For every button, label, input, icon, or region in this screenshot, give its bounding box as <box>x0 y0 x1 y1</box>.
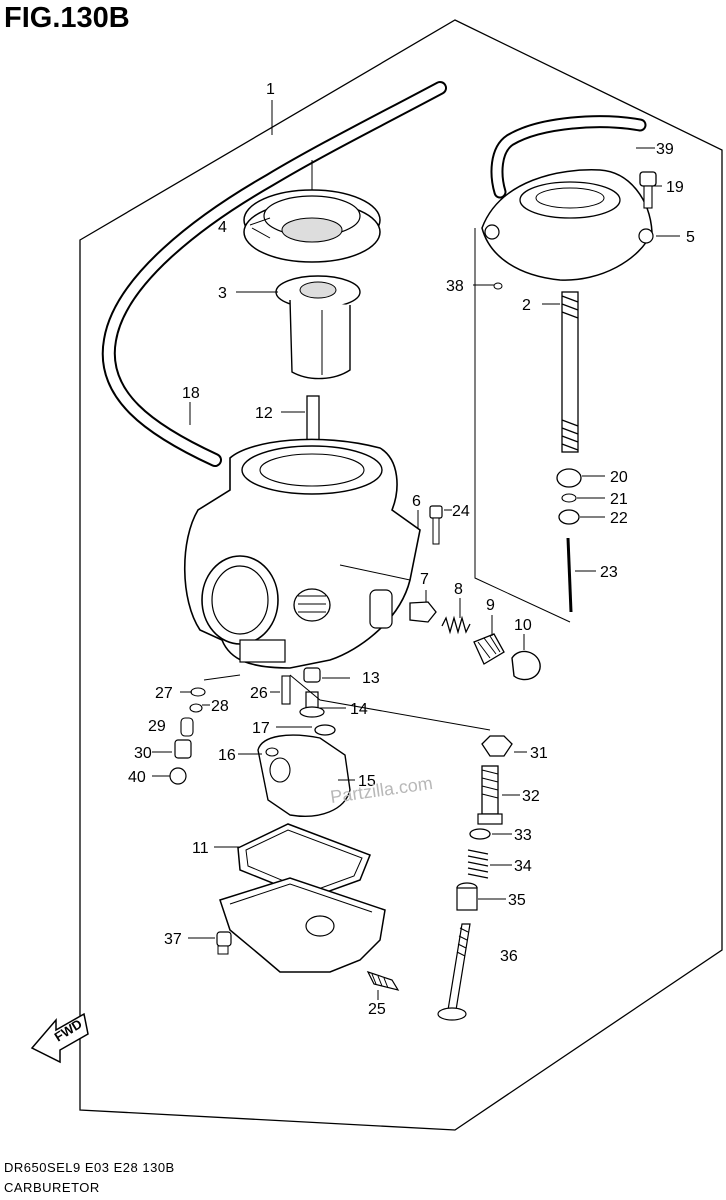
callout-6: 6 <box>412 493 421 510</box>
float-bowl-gasket-part <box>237 823 371 899</box>
holder-o-ring-part <box>469 828 491 840</box>
washer-part <box>190 687 206 697</box>
callout-labels: 1 2 3 4 5 6 7 8 9 10 11 12 13 14 15 16 1… <box>128 81 695 1018</box>
pump-cover-part <box>257 734 351 817</box>
callout-26: 26 <box>250 685 268 702</box>
callout-21: 21 <box>610 491 628 508</box>
callout-34: 34 <box>514 858 532 875</box>
diaphragm-part <box>243 189 381 263</box>
o-ring-part <box>314 724 336 736</box>
callout-14: 14 <box>350 701 368 718</box>
needle-jet-part <box>477 765 503 825</box>
callout-15: 15 <box>358 773 376 790</box>
assembly-frame <box>79 19 723 1131</box>
callout-33: 33 <box>514 827 532 844</box>
callout-32: 32 <box>522 788 540 805</box>
figure-title: FIG.130B <box>4 2 130 34</box>
cap-part <box>169 767 187 785</box>
footer-assembly-name: CARBURETOR <box>4 1180 100 1195</box>
callout-39: 39 <box>656 141 674 158</box>
callout-8: 8 <box>454 581 463 598</box>
plug-spring-part <box>180 717 194 737</box>
carburetor-body-part <box>183 438 421 669</box>
needle-retainer-part <box>556 468 582 525</box>
callout-16: 16 <box>218 747 236 764</box>
callout-11: 11 <box>192 840 209 857</box>
callout-25: 25 <box>368 1001 386 1018</box>
callout-29: 29 <box>148 718 166 735</box>
float-spring-part <box>467 849 489 879</box>
callout-7: 7 <box>420 571 429 588</box>
leader-lines <box>152 100 680 1000</box>
small-o-ring-part <box>493 282 503 290</box>
idle-adjuster-part <box>473 633 505 665</box>
callout-28: 28 <box>211 698 229 715</box>
vent-hose-part <box>101 81 447 467</box>
callout-22: 22 <box>610 510 628 527</box>
callout-31: 31 <box>530 745 548 762</box>
callout-37: 37 <box>164 931 182 948</box>
callout-19: 19 <box>666 179 684 196</box>
main-jet-part <box>299 691 325 718</box>
callout-23: 23 <box>600 564 618 581</box>
callout-24: 24 <box>452 503 470 520</box>
small-seal-part <box>189 703 203 713</box>
callout-12: 12 <box>255 405 273 422</box>
float-bowl-part <box>219 877 386 973</box>
plug-part <box>174 739 192 759</box>
callout-4: 4 <box>218 219 227 236</box>
cover-screw-part <box>639 171 657 209</box>
long-screw-part <box>437 923 471 1021</box>
callout-27: 27 <box>155 685 173 702</box>
adjuster-cap-part <box>511 650 541 681</box>
callout-9: 9 <box>486 597 495 614</box>
callout-40: 40 <box>128 769 146 786</box>
drain-screw-part <box>281 675 291 705</box>
inner-bracket <box>474 228 571 623</box>
callout-30: 30 <box>134 745 152 762</box>
callout-17: 17 <box>252 720 270 737</box>
callout-35: 35 <box>508 892 526 909</box>
collar-part <box>456 882 478 911</box>
bowl-screw-part <box>366 970 400 991</box>
callout-10: 10 <box>514 617 532 634</box>
pilot-screw-part <box>409 601 437 623</box>
hex-nut-part <box>481 735 513 757</box>
callout-5: 5 <box>686 229 695 246</box>
callout-1: 1 <box>266 81 275 98</box>
callout-2: 2 <box>522 297 531 314</box>
pilot-spring-part <box>441 615 471 635</box>
footer-model-code: DR650SEL9 E03 E28 130B <box>4 1160 175 1175</box>
jet-needle-part <box>566 537 573 613</box>
callout-20: 20 <box>610 469 628 486</box>
top-cover-part <box>481 169 654 281</box>
side-screw-part <box>429 505 443 545</box>
piston-valve-part <box>275 275 361 380</box>
callout-18: 18 <box>182 385 200 402</box>
callout-36: 36 <box>500 948 518 965</box>
callout-13: 13 <box>362 670 380 687</box>
bowl-drain-screw-part <box>216 931 232 955</box>
jet-holder-part <box>303 667 321 683</box>
callout-3: 3 <box>218 285 227 302</box>
callout-38: 38 <box>446 278 464 295</box>
spring-part <box>561 291 579 453</box>
